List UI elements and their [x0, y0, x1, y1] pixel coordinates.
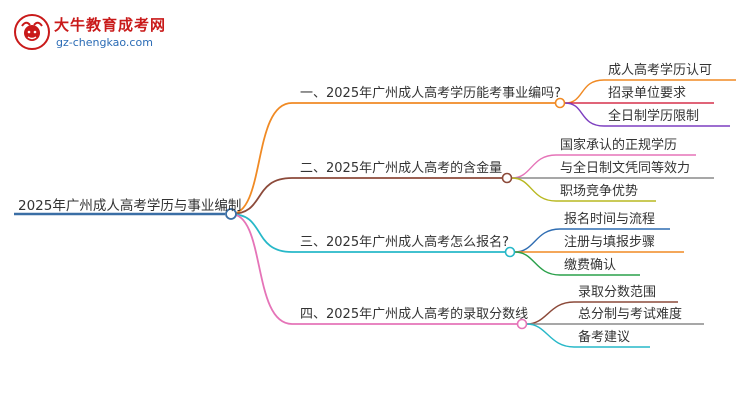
- leaf-node-label-2-2[interactable]: 与全日制文凭同等效力: [560, 161, 691, 176]
- mind-map-edges: [14, 79, 736, 348]
- leaf-node-label-4-2[interactable]: 总分制与考试难度: [578, 307, 683, 322]
- branch-connector-3: [230, 213, 293, 253]
- mind-map-nodes: [225, 97, 566, 330]
- branch-node-circle-4: [516, 318, 528, 330]
- root-node-label[interactable]: 2025年广州成人高考学历与事业编制: [18, 198, 242, 214]
- logo-url: gz-chengkao.com: [56, 36, 153, 49]
- root-node-circle: [225, 208, 237, 220]
- leaf-node-label-4-1[interactable]: 录取分数范围: [578, 285, 657, 300]
- leaf-connector-2-3: [511, 177, 557, 202]
- leaf-node-label-2-3[interactable]: 职场竞争优势: [560, 184, 639, 199]
- leaf-node-label-2-1[interactable]: 国家承认的正规学历: [560, 138, 678, 153]
- branch-node-circle-2: [501, 172, 513, 184]
- bull-icon: [21, 21, 43, 41]
- branch-connector-4: [230, 213, 293, 325]
- leaf-connector-3-3: [514, 251, 561, 276]
- leaf-node-label-3-1[interactable]: 报名时间与流程: [564, 212, 656, 227]
- branch-connector-1: [230, 102, 293, 215]
- leaf-connector-4-1: [526, 301, 575, 325]
- leaf-node-label-1-3[interactable]: 全日制学历限制: [608, 109, 700, 124]
- leaf-node-label-4-3[interactable]: 备考建议: [578, 330, 631, 345]
- leaf-connector-4-3: [526, 323, 575, 348]
- leaf-connector-3-1: [514, 228, 561, 253]
- leaf-connector-1-1: [564, 79, 605, 104]
- site-logo[interactable]: 大牛教育成考网 gz-chengkao.com: [14, 12, 174, 52]
- leaf-node-label-3-2[interactable]: 注册与填报步骤: [564, 235, 656, 250]
- leaf-node-label-3-3[interactable]: 缴费确认: [564, 258, 617, 273]
- branch-node-label-2[interactable]: 二、2025年广州成人高考的含金量: [300, 161, 503, 176]
- branch-node-label-4[interactable]: 四、2025年广州成人高考的录取分数线: [300, 307, 529, 322]
- logo-title: 大牛教育成考网: [54, 16, 167, 34]
- branch-node-circle-3: [504, 246, 516, 258]
- leaf-connector-2-1: [511, 154, 557, 179]
- leaf-node-label-1-1[interactable]: 成人高考学历认可: [608, 63, 713, 78]
- branch-node-circle-1: [554, 97, 566, 109]
- branch-node-label-3[interactable]: 三、2025年广州成人高考怎么报名?: [300, 235, 509, 250]
- branch-node-label-1[interactable]: 一、2025年广州成人高考学历能考事业编吗?: [300, 86, 561, 101]
- leaf-connector-1-3: [564, 102, 605, 127]
- branch-connector-2: [230, 177, 293, 215]
- logo-mark: [14, 14, 50, 50]
- leaf-node-label-1-2[interactable]: 招录单位要求: [608, 86, 687, 101]
